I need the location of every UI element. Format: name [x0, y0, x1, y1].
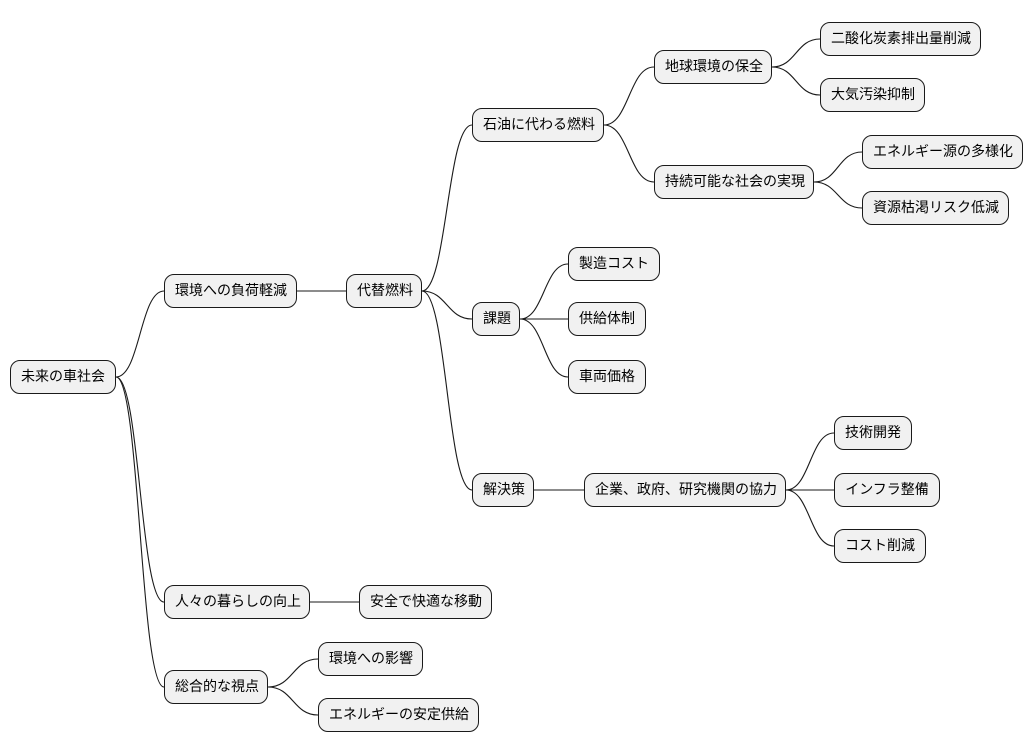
node-alt-fuel: 代替燃料	[346, 274, 422, 308]
node-tech-development: 技術開発	[834, 416, 912, 450]
node-air-pollution: 大気汚染抑制	[820, 78, 925, 112]
edge-issues-cost	[519, 263, 569, 320]
node-vehicle-price: 車両価格	[568, 360, 646, 394]
edge-altfuel-solution	[421, 290, 473, 491]
edge-oil-global	[603, 66, 655, 126]
edge-altfuel-issues	[421, 290, 473, 320]
edge-holistic-impact	[267, 658, 319, 688]
node-co2-reduction: 二酸化炭素排出量削減	[820, 22, 981, 56]
node-root: 未来の車社会	[10, 360, 116, 394]
edge-issues-price	[519, 318, 569, 378]
edge-sus-depletion	[813, 181, 863, 209]
node-env: 環境への負荷軽減	[164, 274, 297, 308]
node-solution: 解決策	[472, 473, 534, 507]
node-life: 人々の暮らしの向上	[164, 585, 310, 619]
edge-coop-cost	[785, 489, 835, 547]
edge-root-life	[115, 376, 165, 603]
node-energy-diversify: エネルギー源の多様化	[862, 135, 1023, 169]
edge-altfuel-oil	[421, 124, 473, 292]
node-cooperation: 企業、政府、研究機関の協力	[584, 473, 786, 507]
edge-holistic-energy	[267, 686, 319, 716]
edge-global-co2	[771, 38, 821, 68]
edge-sus-diversify	[813, 151, 863, 183]
edge-global-air	[771, 66, 821, 96]
edge-oil-sustainable	[603, 124, 655, 183]
node-env-impact: 環境への影響	[318, 642, 423, 676]
edge-coop-tech	[785, 432, 835, 491]
node-issues: 課題	[472, 302, 520, 336]
node-sustainable: 持続可能な社会の実現	[654, 165, 814, 199]
node-supply-system: 供給体制	[568, 302, 646, 336]
node-oil-alt: 石油に代わる燃料	[472, 108, 604, 142]
edge-root-env	[115, 290, 165, 378]
node-resource-depletion: 資源枯渇リスク低減	[862, 191, 1009, 225]
edge-root-holistic	[115, 376, 165, 688]
node-safe-mobility: 安全で快適な移動	[359, 585, 492, 619]
node-infrastructure: インフラ整備	[834, 473, 940, 507]
node-energy-supply: エネルギーの安定供給	[318, 698, 479, 732]
node-manufacturing-cost: 製造コスト	[568, 247, 660, 281]
node-cost-reduction: コスト削減	[834, 529, 926, 563]
node-holistic: 総合的な視点	[164, 670, 268, 704]
node-global-env: 地球環境の保全	[654, 50, 772, 84]
